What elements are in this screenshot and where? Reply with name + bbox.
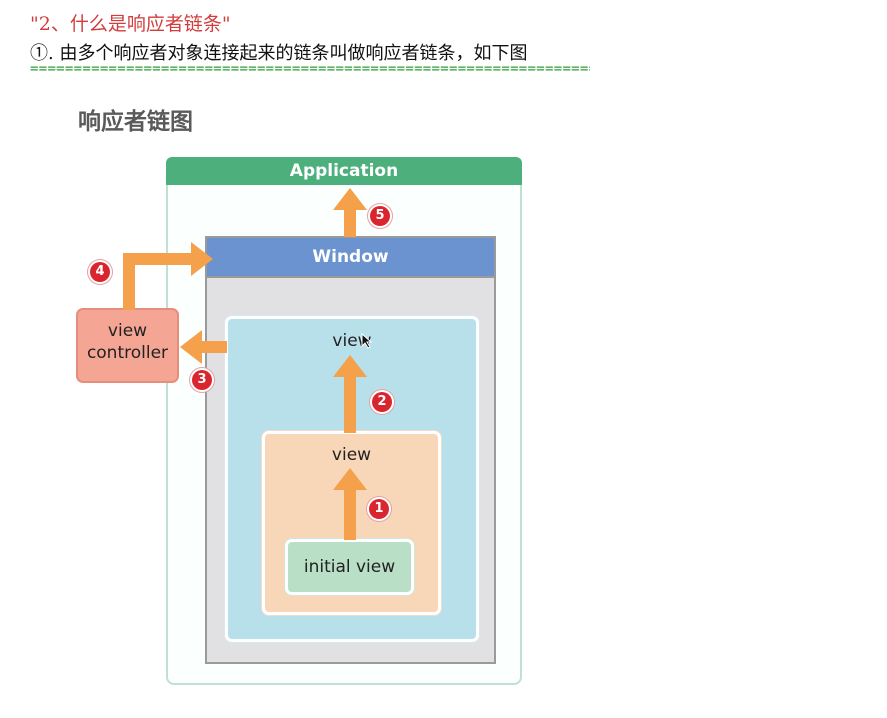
initial-view-label: initial view: [303, 557, 396, 577]
step-badge-5: 5: [370, 206, 390, 226]
mouse-cursor-icon: [361, 333, 373, 349]
step-badge-3: 3: [192, 370, 212, 390]
initial-view-box: [285, 539, 414, 595]
view-controller-label-line2: controller: [86, 343, 169, 363]
divider-rule: ========================================…: [30, 61, 590, 77]
view-controller-box: [76, 308, 179, 383]
arrow-step-3: [180, 330, 227, 364]
step-badge-4: 4: [90, 262, 110, 282]
step-badge-1: 1: [369, 499, 389, 519]
arrow-step-4: [123, 242, 213, 310]
application-header: Application: [166, 157, 522, 185]
arrow-step-1: [333, 468, 367, 540]
description-text: ①. 由多个响应者对象连接起来的链条叫做响应者链条，如下图: [30, 43, 528, 64]
arrow-step-2: [333, 355, 367, 433]
view-controller-label: view controller: [76, 320, 179, 364]
section-heading: "2、什么是响应者链条": [30, 13, 231, 35]
step-badge-2: 2: [372, 392, 392, 412]
diagram-title: 响应者链图: [78, 109, 193, 135]
middle-view-label: view: [331, 445, 372, 465]
view-controller-label-line1: view: [107, 321, 148, 341]
arrow-step-5: [333, 188, 367, 237]
